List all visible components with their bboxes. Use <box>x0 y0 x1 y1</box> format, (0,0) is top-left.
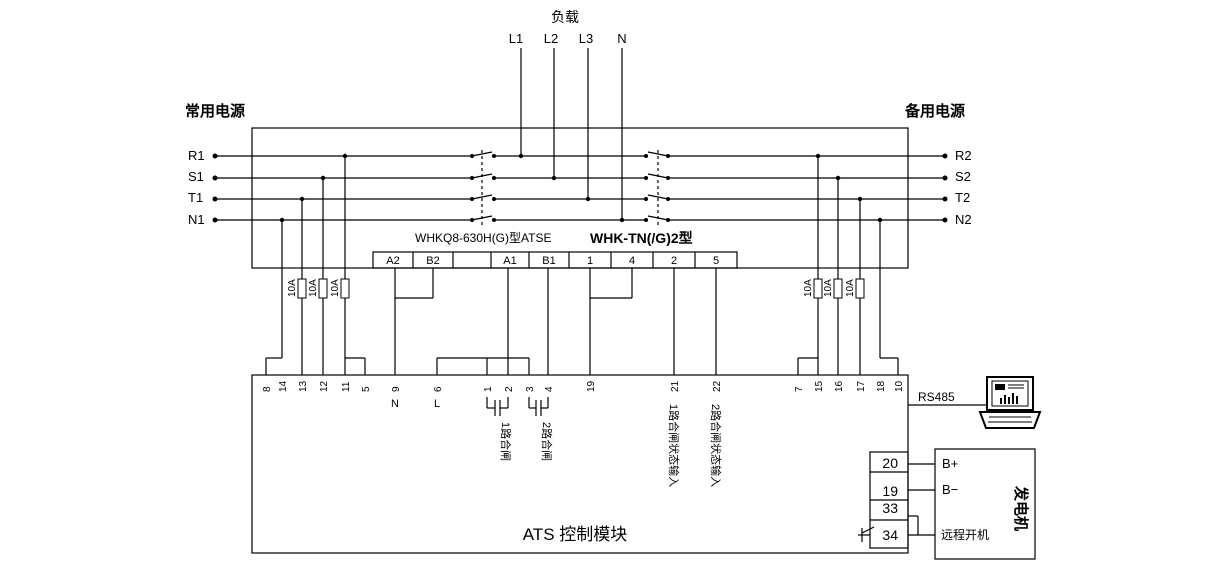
fuse-rating-1: 10A <box>287 279 298 297</box>
pin-7: 7 <box>794 386 805 392</box>
backup-source-title: 备用电源 <box>904 102 965 120</box>
normal-source-title: 常用电源 <box>185 102 245 120</box>
fuse-rating-4: 10A <box>803 279 814 297</box>
atse-terminal-strip <box>372 251 738 269</box>
gen-pin-20: 20 <box>882 455 898 471</box>
atse-enclosure <box>251 127 909 269</box>
pin-l: L <box>434 398 440 410</box>
pin-15: 15 <box>814 380 825 392</box>
pin-19: 19 <box>586 380 597 392</box>
pin-3: 3 <box>525 386 536 392</box>
fuse-rating-3: 10A <box>330 279 341 297</box>
generator-wires <box>908 463 935 536</box>
pin-11: 11 <box>341 381 352 392</box>
normal-fuses <box>297 278 350 299</box>
pin-17: 17 <box>856 380 867 392</box>
pin-16: 16 <box>834 380 845 392</box>
load-terminal-n: N <box>617 31 626 46</box>
terminal-b2: B2 <box>426 255 439 267</box>
pin-14: 14 <box>278 380 289 392</box>
terminal-4: 4 <box>629 255 635 267</box>
pin-6: 6 <box>433 386 444 392</box>
line-label-n1: N1 <box>188 212 205 227</box>
status2-label: 2路合闸状态输入 <box>709 404 723 487</box>
terminal-5: 5 <box>713 255 719 267</box>
line-label-s1: S1 <box>188 169 204 184</box>
line-label-t1: T1 <box>188 190 203 205</box>
normal-sense-wires <box>265 153 366 375</box>
backup-fuses <box>813 278 865 299</box>
terminal-a1: A1 <box>503 255 516 267</box>
pin-18: 18 <box>876 380 887 392</box>
pin-1: 1 <box>483 386 494 392</box>
generator-title: 发电机 <box>1012 485 1030 531</box>
terminal-1: 1 <box>587 255 593 267</box>
pin-12: 12 <box>319 380 330 392</box>
gen-b-plus: B+ <box>942 456 958 471</box>
load-title: 负载 <box>551 9 579 25</box>
close-contact-2 <box>528 397 549 416</box>
backup-sense-wires <box>797 153 899 375</box>
remote-start-contact-icon <box>858 526 875 542</box>
module-title: ATS 控制模块 <box>523 525 628 544</box>
gen-remote-start: 远程开机 <box>941 527 989 542</box>
fuse-rating-5: 10A <box>823 279 834 297</box>
line-label-n2: N2 <box>955 212 972 227</box>
line-label-s2: S2 <box>955 169 971 184</box>
laptop-icon <box>978 376 1042 429</box>
line-label-t2: T2 <box>955 190 970 205</box>
atse-model-label: WHKQ8-630H(G)型ATSE <box>415 231 551 245</box>
pin-21: 21 <box>670 380 681 392</box>
pin-4: 4 <box>544 386 555 392</box>
status1-label: 1路合闸状态输入 <box>667 404 681 487</box>
pin-13: 13 <box>298 380 309 392</box>
atse-contacts-normal <box>470 150 496 228</box>
pin-10: 10 <box>894 380 905 392</box>
gen-pin-19: 19 <box>882 483 898 499</box>
line-label-r1: R1 <box>188 148 205 163</box>
load-terminal-l1: L1 <box>509 31 523 46</box>
pin-8: 8 <box>262 386 273 392</box>
backup-bus-lines <box>668 153 948 223</box>
pin-5: 5 <box>361 386 372 392</box>
pin-22: 22 <box>712 380 723 392</box>
fuse-rating-6: 10A <box>845 279 856 297</box>
close-contact-1 <box>486 397 509 416</box>
load-bus-lines <box>494 48 646 223</box>
terminal-b1: B1 <box>542 255 555 267</box>
gen-pin-33: 33 <box>882 500 898 516</box>
line-label-r2: R2 <box>955 148 972 163</box>
pin-n: N <box>391 398 399 410</box>
load-terminal-l3: L3 <box>579 31 593 46</box>
close1-label: 1路合闸 <box>499 422 513 461</box>
close2-label: 2路合闸 <box>540 422 554 461</box>
generator-box <box>934 448 1036 560</box>
atse-contacts-backup <box>644 150 670 228</box>
pin-2: 2 <box>504 386 515 392</box>
load-terminal-l2: L2 <box>544 31 558 46</box>
controller-model-label: WHK-TN(/G)2型 <box>590 230 693 246</box>
rs485-label: RS485 <box>918 390 955 404</box>
terminal-2: 2 <box>671 255 677 267</box>
pin-9: 9 <box>391 386 402 392</box>
gen-b-minus: B− <box>942 482 958 497</box>
terminal-a2: A2 <box>386 255 399 267</box>
fuse-rating-2: 10A <box>308 279 319 297</box>
control-wires <box>394 268 717 375</box>
gen-pin-34: 34 <box>882 527 898 543</box>
